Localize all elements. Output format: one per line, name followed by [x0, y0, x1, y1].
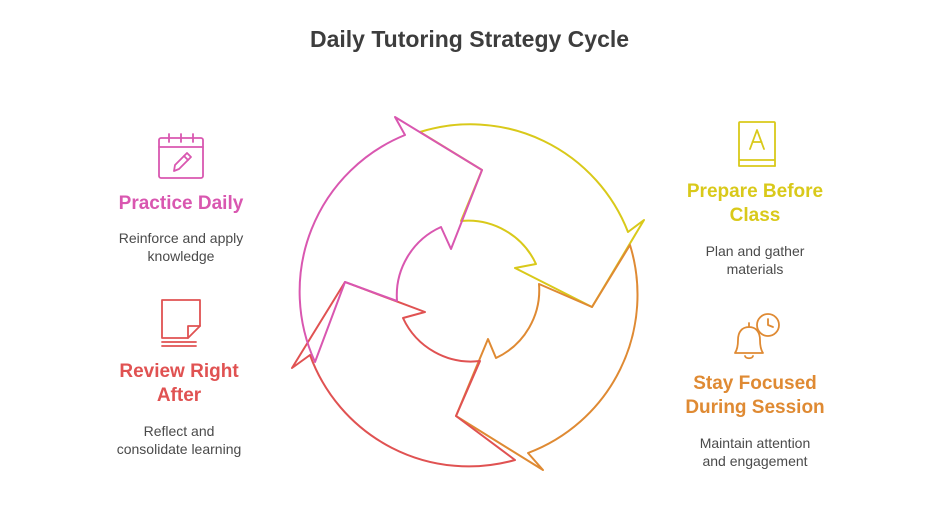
diagram-title: Daily Tutoring Strategy Cycle	[309, 26, 630, 52]
step-practice: Practice Daily Reinforce and apply knowl…	[86, 192, 276, 265]
step-focus-heading: Stay Focused During Session	[685, 373, 825, 418]
step-review: Review Right After Reflect and consolida…	[84, 360, 274, 458]
step-prepare: Prepare Before Class Plan and gather mat…	[660, 180, 850, 278]
cycle-arrow-prepare	[419, 123, 645, 308]
calendar-pencil-icon	[158, 133, 204, 179]
step-review-description: Reflect and consolidate learning	[116, 423, 242, 457]
step-prepare-description: Plan and gather materials	[705, 243, 805, 277]
cycle-arrow-practice	[298, 116, 483, 363]
bell-clock-icon	[734, 313, 780, 360]
book-letter-a-icon	[738, 121, 776, 167]
cycle-arrow-focus	[455, 244, 639, 471]
cycle-arrow-review	[291, 281, 516, 468]
step-focus: Stay Focused During Session Maintain att…	[660, 372, 850, 470]
step-practice-heading: Practice Daily	[118, 193, 244, 214]
step-focus-description: Maintain attention and engagement	[699, 435, 811, 469]
step-review-heading: Review Right After	[119, 361, 239, 406]
step-prepare-heading: Prepare Before Class	[686, 181, 824, 226]
sticky-note-icon	[161, 299, 201, 347]
step-practice-description: Reinforce and apply knowledge	[118, 230, 244, 264]
